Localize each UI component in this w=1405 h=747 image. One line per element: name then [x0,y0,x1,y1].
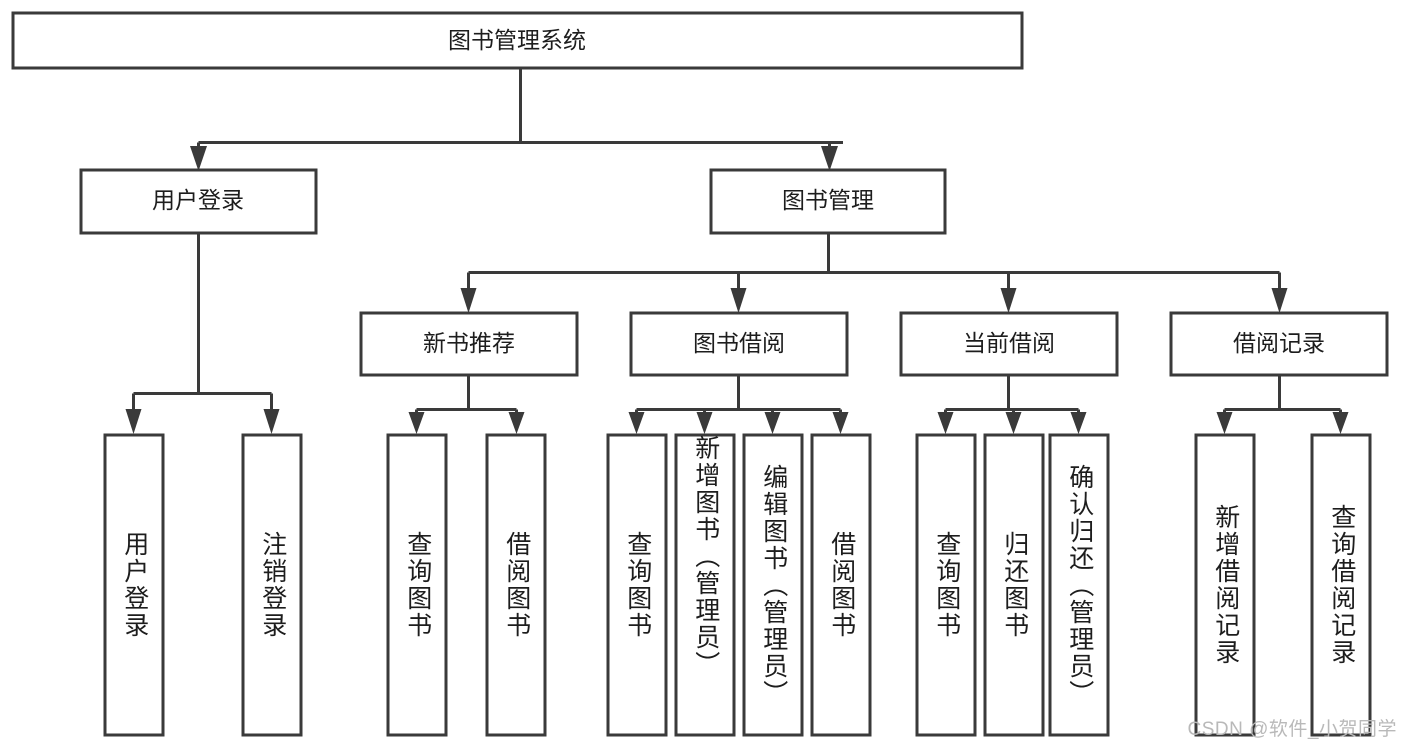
arrowhead-leaf-add-book-admin [696,412,713,434]
arrowhead-leaf-add-borrow-record [1216,412,1233,434]
arrowhead-leaf-logout [263,409,280,434]
connector-recommend-to-leaves [408,375,525,434]
arrowhead-current-borrow [1000,288,1017,313]
node-current-borrow-box[interactable] [899,311,1119,377]
arrowhead-leaf-borrow-book [832,412,849,434]
node-new-book-recommend[interactable]: 新书推荐 [359,311,579,377]
node-book-borrow-label: 图书借阅 [693,330,785,356]
leaf-boxes [103,433,1372,737]
arrowhead-new-book-recommend [460,288,477,313]
connector-root-to-level2 [190,68,843,171]
node-leaf-query-book-recommend-box[interactable] [386,433,448,737]
arrowhead-leaf-return-book [1005,412,1022,434]
node-user-login-label: 用户登录 [152,187,244,213]
node-leaf-query-borrow-record-box[interactable] [1310,433,1372,737]
node-book-management[interactable]: 图书管理 [709,168,947,235]
node-leaf-logout-box[interactable] [241,433,303,737]
arrowhead-leaf-query-book-borrow [628,412,645,434]
connector-borrowrecord-to-leaves [1216,375,1349,434]
node-root[interactable]: 图书管理系统 [11,11,1024,70]
arrowhead-leaf-confirm-return-admin [1070,412,1087,434]
arrowhead-borrow-record [1271,288,1288,313]
connector-currentborrow-to-leaves [937,375,1087,434]
arrowhead-leaf-edit-book-admin [764,412,781,434]
node-current-borrow-label: 当前借阅 [963,330,1055,356]
arrowhead-leaf-query-book-current [937,412,954,434]
node-book-management-label: 图书管理 [782,187,874,213]
connector-bookmgmt-to-level3 [460,233,1288,313]
node-leaf-query-book-current-box[interactable] [915,433,977,737]
node-book-borrow-box[interactable] [629,311,849,377]
node-user-login[interactable]: 用户登录 [79,168,318,235]
connector-userlogin-to-leaves [125,233,280,434]
node-new-book-recommend-label: 新书推荐 [423,330,515,356]
node-root-box[interactable] [11,11,1024,70]
arrowhead-book-borrow [730,288,747,313]
arrowhead-leaf-borrow-book-recommend [508,412,525,434]
node-borrow-record-label: 借阅记录 [1233,330,1325,356]
node-leaf-borrow-book-recommend-box[interactable] [485,433,547,737]
node-leaf-confirm-return-admin-box[interactable] [1048,433,1110,737]
node-new-book-recommend-box[interactable] [359,311,579,377]
node-current-borrow[interactable]: 当前借阅 [899,311,1119,377]
arrowhead-leaf-query-book-recommend [408,412,425,434]
arrowhead-book-management [821,146,838,171]
node-borrow-record-box[interactable] [1169,311,1389,377]
arrowhead-user-login [190,146,207,171]
node-root-label: 图书管理系统 [448,27,586,53]
node-borrow-record[interactable]: 借阅记录 [1169,311,1389,377]
node-leaf-return-book-box[interactable] [983,433,1045,737]
node-leaf-add-book-admin-box[interactable] [674,433,736,737]
node-book-borrow[interactable]: 图书借阅 [629,311,849,377]
arrowhead-leaf-user-login [125,409,142,434]
node-book-management-box[interactable] [709,168,947,235]
node-leaf-user-login-box[interactable] [103,433,165,737]
node-user-login-box[interactable] [79,168,318,235]
node-leaf-add-borrow-record-box[interactable] [1194,433,1256,737]
connector-bookborrow-to-leaves [628,375,849,434]
csdn-watermark: CSDN @软件_小贺同学 [1187,719,1397,740]
node-leaf-query-book-borrow-box[interactable] [606,433,668,737]
arrowhead-leaf-query-borrow-record [1332,412,1349,434]
node-leaf-borrow-book-box[interactable] [810,433,872,737]
node-leaf-edit-book-admin-box[interactable] [742,433,804,737]
